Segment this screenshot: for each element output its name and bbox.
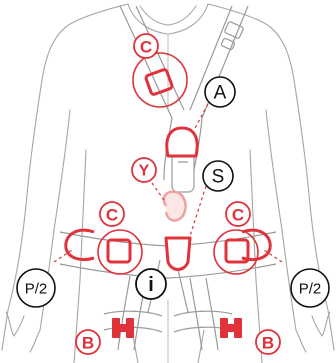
left-side-d-ring (66, 230, 94, 259)
info-icon: i (136, 269, 166, 299)
svg-text:A: A (214, 83, 227, 104)
svg-text:C: C (232, 206, 244, 225)
sternal-d-ring (167, 128, 197, 156)
label-p2-left: P/2 (17, 269, 55, 307)
svg-text:Y: Y (139, 163, 150, 180)
ventral-ring (166, 238, 190, 270)
body-outline (2, 4, 334, 363)
label-b-right: B (256, 330, 280, 354)
top-buckle (145, 69, 173, 95)
right-leg-buckle (220, 318, 242, 338)
label-p2-right: P/2 (291, 269, 329, 307)
label-s: S (203, 161, 233, 191)
left-leg-buckle (112, 318, 134, 338)
y-connector (164, 192, 186, 221)
svg-text:C: C (106, 206, 118, 225)
label-y: Y (132, 158, 156, 182)
svg-text:B: B (262, 334, 274, 353)
svg-text:P/2: P/2 (25, 281, 48, 298)
label-b-left: B (76, 330, 100, 354)
svg-text:i: i (148, 274, 154, 296)
label-a: A (205, 77, 235, 107)
svg-text:B: B (82, 334, 94, 353)
label-c-top: C (134, 34, 158, 58)
label-c-right: C (226, 202, 250, 226)
svg-text:C: C (140, 38, 152, 57)
left-buckle (108, 240, 130, 262)
svg-text:P/2: P/2 (299, 281, 322, 298)
svg-text:S: S (212, 167, 225, 188)
label-c-left: C (100, 202, 124, 226)
